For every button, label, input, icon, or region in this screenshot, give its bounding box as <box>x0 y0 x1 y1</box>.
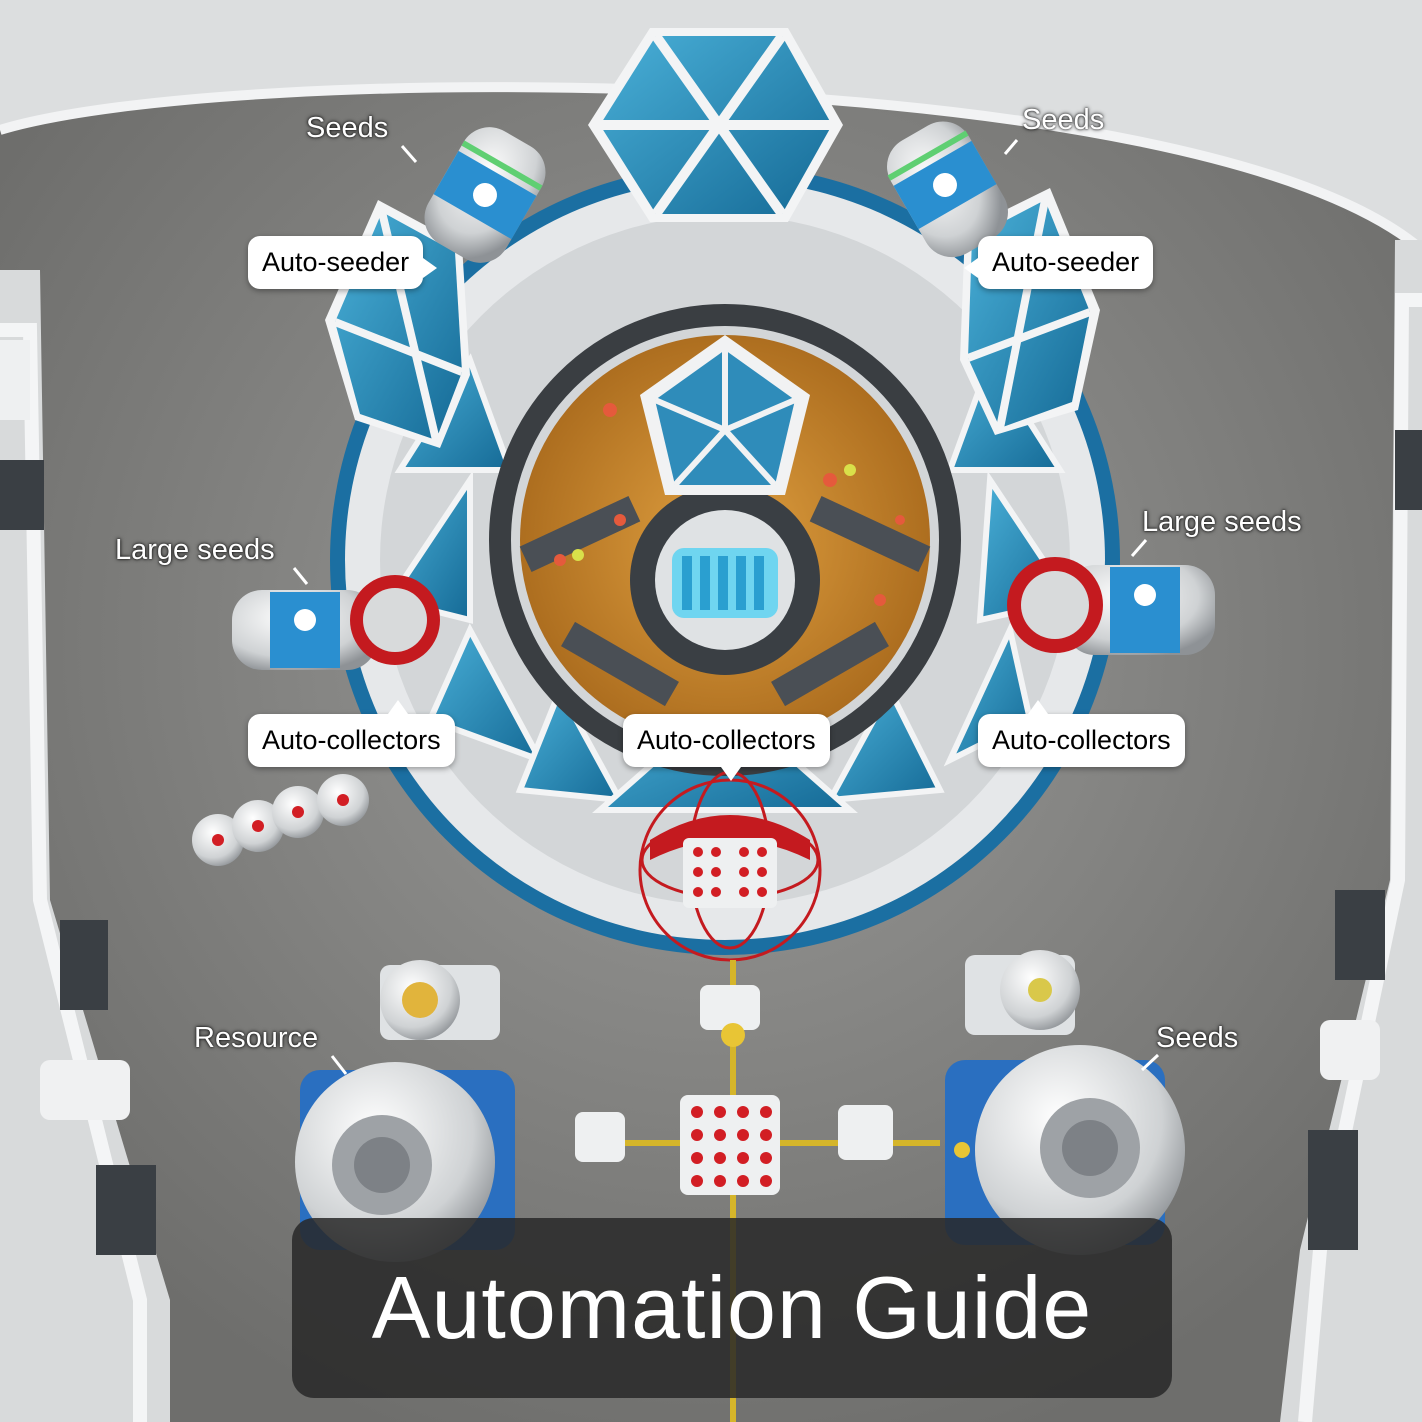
callout-auto-collectors-left: Auto-collectors <box>248 700 455 767</box>
label-resource: Resource <box>194 1022 319 1054</box>
label-seeds-top-left: Seeds <box>306 112 389 144</box>
callout-text: Auto-seeder <box>262 247 410 277</box>
callout-auto-seeder-right: Auto-seeder <box>964 236 1154 289</box>
label-large-seeds-right: Large seeds <box>1142 506 1302 538</box>
large-seeds-canister-left <box>232 575 440 670</box>
callout-text: Auto-seeder <box>992 247 1140 277</box>
right-wall <box>1280 240 1422 1422</box>
resource-storage <box>295 960 515 1262</box>
callout-pointer <box>1028 700 1048 714</box>
label-seeds-bottom-right: Seeds <box>1156 1022 1239 1054</box>
solar-panel-top <box>588 28 843 222</box>
callout-auto-seeder-left: Auto-seeder <box>248 236 438 289</box>
label-seeds-top-right: Seeds <box>1022 104 1105 136</box>
callout-pointer <box>388 700 408 714</box>
callout-auto-collectors-right: Auto-collectors <box>978 700 1185 767</box>
seeds-storage <box>945 950 1185 1255</box>
label-large-seeds-left: Large seeds <box>115 534 275 566</box>
callout-pointer <box>964 258 978 278</box>
label-leader-lines <box>292 139 1160 1075</box>
ceiling-arch <box>0 0 1422 250</box>
callout-pointer <box>423 258 438 278</box>
callout-auto-collectors-center: Auto-collectors <box>623 714 830 781</box>
large-seeds-canister-right <box>1007 557 1215 655</box>
center-platform <box>575 985 893 1195</box>
title-banner: Automation Guide <box>292 1218 1172 1398</box>
banner-title: Automation Guide <box>371 1258 1093 1357</box>
left-wall <box>0 270 170 1422</box>
seeds-canister-top-right <box>887 121 1008 258</box>
callout-text: Auto-collectors <box>637 725 816 755</box>
callout-text: Auto-collectors <box>992 725 1171 755</box>
seeds-canister-top-left <box>424 127 546 263</box>
tank-cluster-left <box>192 774 369 866</box>
callout-text: Auto-collectors <box>262 725 441 755</box>
callout-pointer <box>721 767 741 781</box>
